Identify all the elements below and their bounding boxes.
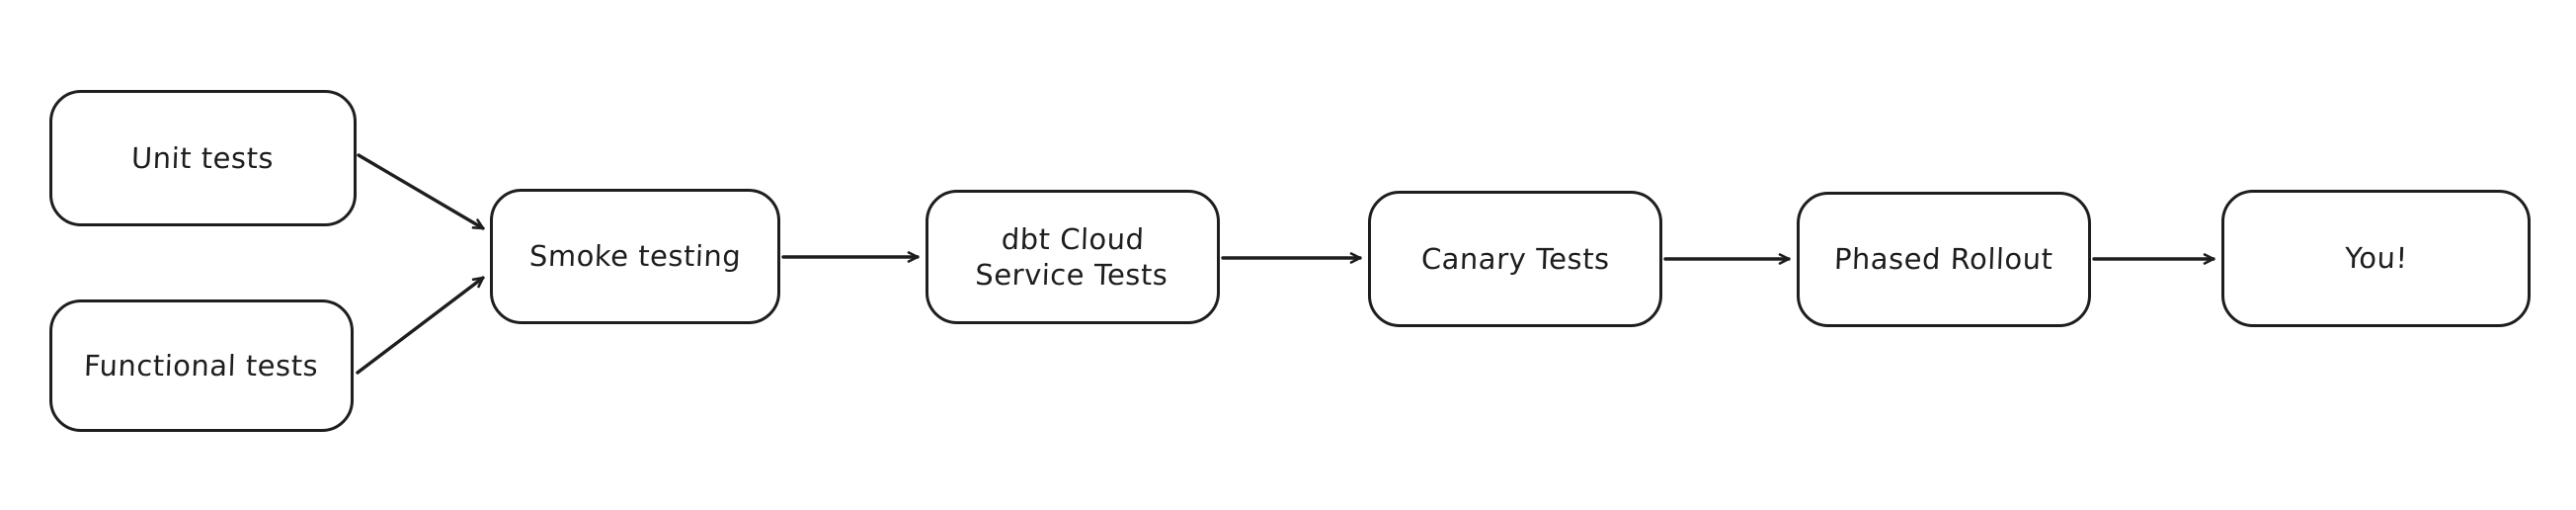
node-canary-tests-label: Canary Tests — [1420, 241, 1610, 276]
node-functional-tests: Functional tests — [49, 299, 354, 432]
node-smoke-testing-label: Smoke testing — [528, 239, 742, 274]
node-phased-rollout: Phased Rollout — [1797, 192, 2091, 327]
node-phased-rollout-label: Phased Rollout — [1833, 242, 2054, 277]
node-unit-tests: Unit tests — [49, 90, 357, 226]
node-canary-tests: Canary Tests — [1368, 191, 1662, 327]
node-unit-tests-label: Unit tests — [130, 140, 276, 175]
node-you: You! — [2221, 190, 2531, 327]
arrow-unit-tests-to-smoke-testing — [357, 153, 485, 230]
node-you-label: You! — [2344, 241, 2408, 276]
arrow-functional-tests-to-smoke-testing — [356, 276, 485, 375]
node-functional-tests-label: Functional tests — [83, 348, 320, 382]
node-smoke-testing: Smoke testing — [490, 189, 780, 324]
node-dbt-cloud-service-tests: dbt Cloud Service Tests — [926, 190, 1220, 324]
node-dbt-cloud-service-tests-label: dbt Cloud Service Tests — [975, 221, 1169, 292]
